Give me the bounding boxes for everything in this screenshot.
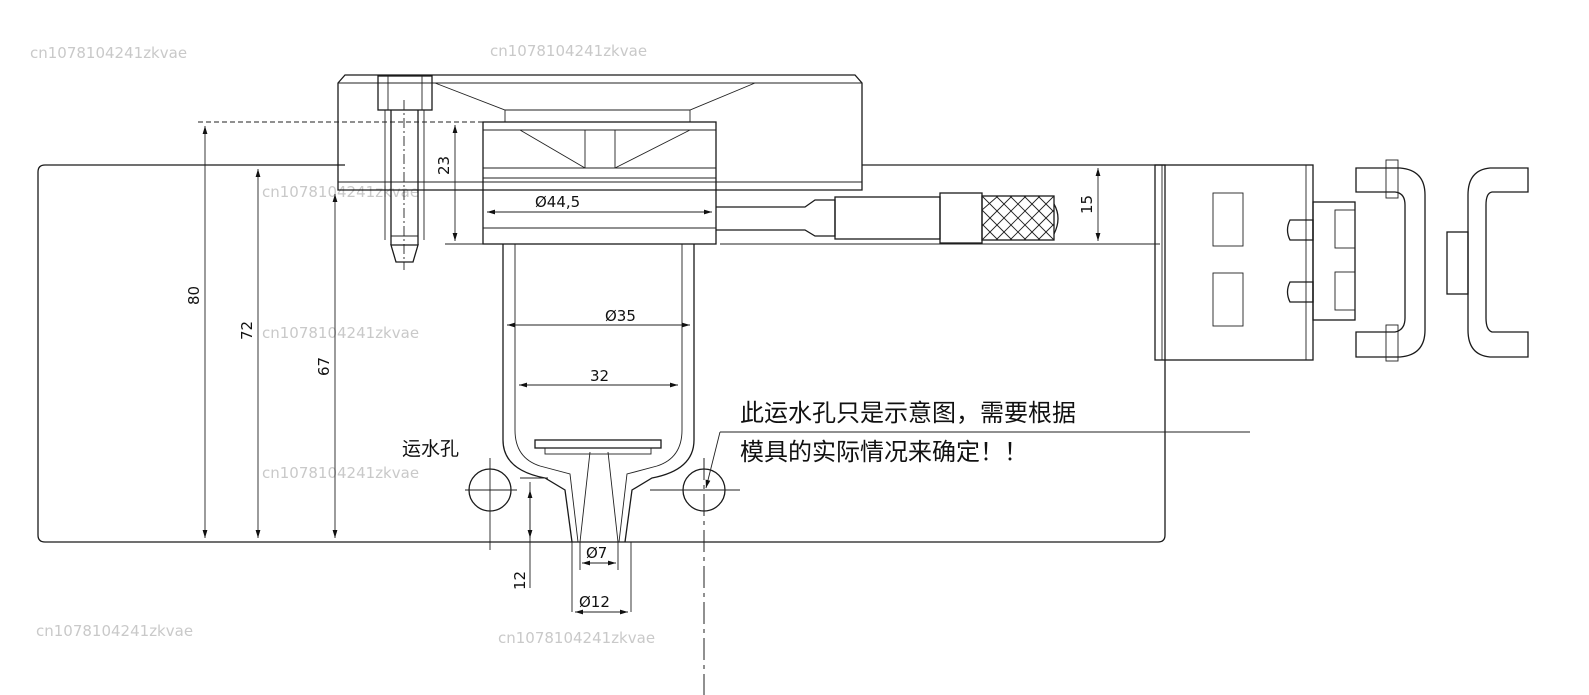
note-line-2: 模具的实际情况来确定！！ — [740, 438, 1028, 466]
cooling-holes — [465, 458, 740, 695]
horizontal-dimensions — [487, 209, 712, 615]
dim-width-32: 32 — [590, 367, 609, 385]
dim-height-80: 80 — [185, 286, 203, 305]
dim-height-23: 23 — [435, 156, 453, 175]
watermark-text: cn1078104241zkvae — [490, 42, 647, 60]
dim-diameter-44-5: Ø44,5 — [535, 193, 580, 211]
watermark-text: cn1078104241zkvae — [262, 183, 419, 201]
watermark-text: cn1078104241zkvae — [498, 629, 655, 647]
note-line-1: 此运水孔只是示意图，需要根据 — [740, 399, 1076, 427]
connector-clamp — [1355, 159, 1529, 362]
sensor-body — [482, 121, 717, 245]
annotations: 运水孔 此运水孔只是示意图，需要根据 模具的实际情况来确定！！ — [402, 399, 1076, 466]
dim-diameter-12: Ø12 — [579, 593, 610, 611]
watermark-text: cn1078104241zkvae — [262, 464, 419, 482]
watermark-text: cn1078104241zkvae — [30, 44, 187, 62]
dim-height-72: 72 — [238, 321, 256, 340]
mold-plate — [37, 164, 1166, 543]
cable — [716, 192, 1059, 244]
top-flange — [337, 74, 863, 191]
note-leader — [705, 431, 1250, 489]
connector-housing — [1154, 164, 1356, 361]
watermark-text: cn1078104241zkvae — [262, 324, 419, 342]
dim-diameter-35: Ø35 — [605, 307, 636, 325]
watermark-text: cn1078104241zkvae — [36, 622, 193, 640]
dim-diameter-7: Ø7 — [586, 544, 607, 562]
water-hole-label: 运水孔 — [402, 438, 459, 460]
watermark-layer: cn1078104241zkvae cn1078104241zkvae cn10… — [30, 42, 655, 647]
dim-height-67: 67 — [315, 357, 333, 376]
dim-height-12: 12 — [511, 571, 529, 590]
cap-screw — [377, 75, 433, 270]
vertical-dimensions — [198, 121, 1160, 588]
dim-height-15: 15 — [1078, 195, 1096, 214]
dimension-labels: Ø44,5 Ø35 32 Ø7 Ø12 80 72 67 23 15 12 — [185, 156, 1096, 611]
